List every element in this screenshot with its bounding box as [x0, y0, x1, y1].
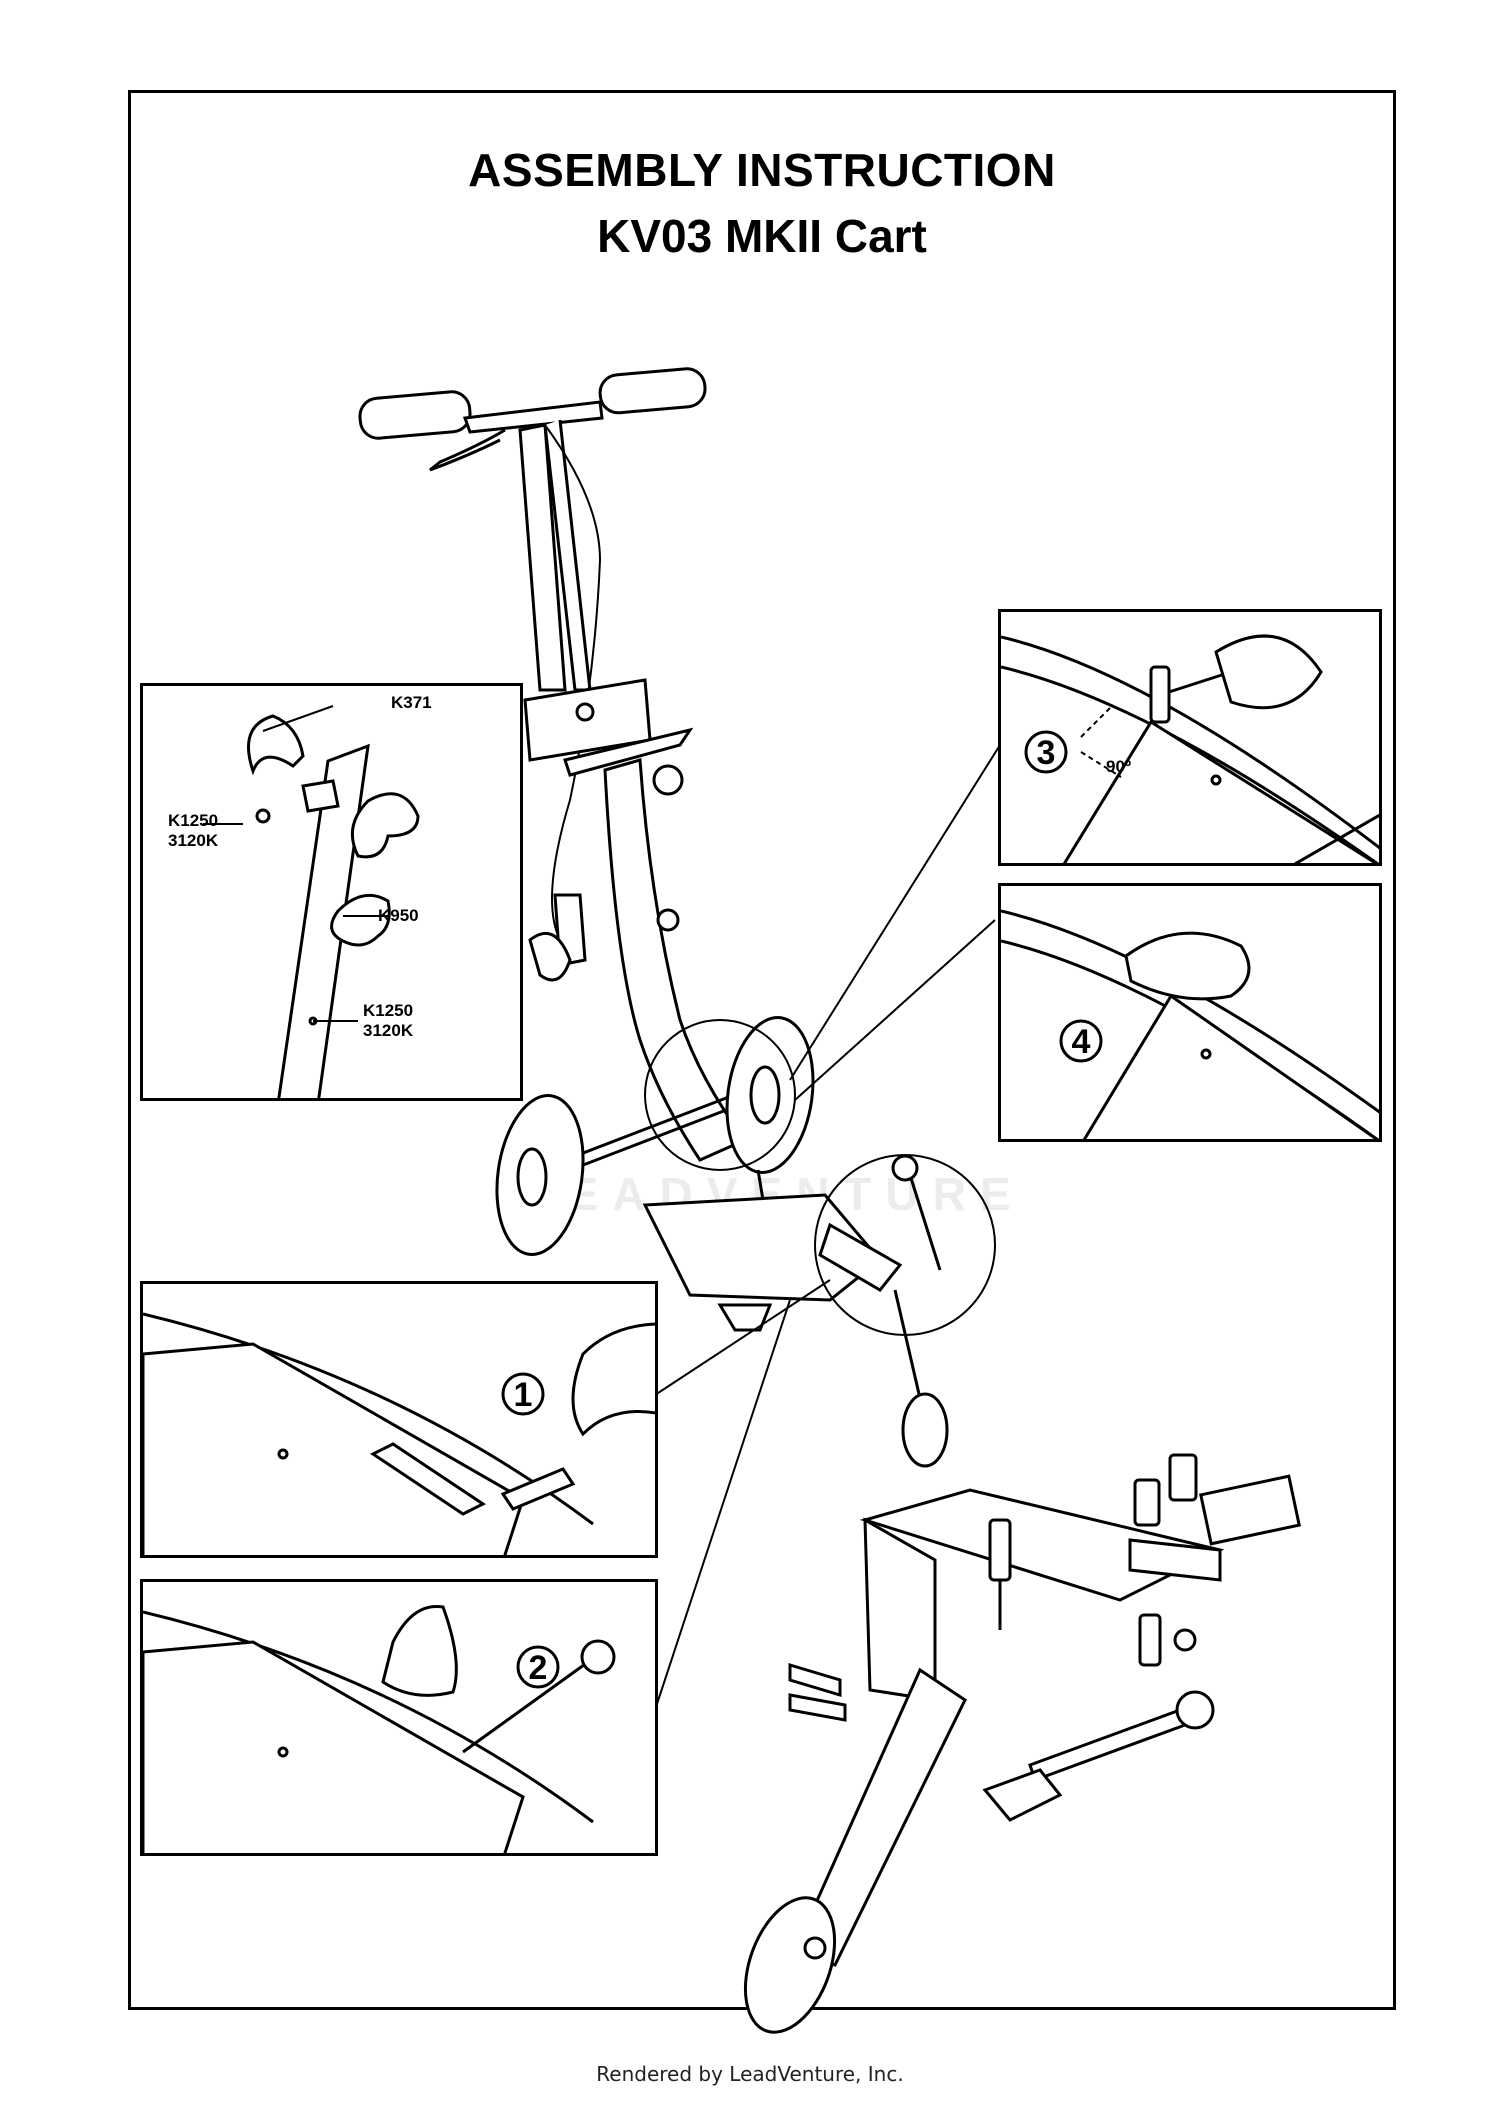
- label-k950: K950: [378, 906, 419, 925]
- wheel-assembly: [495, 1016, 815, 1256]
- foot-plate: [642, 1169, 883, 1332]
- handlebar: [358, 367, 707, 692]
- step-1-drawing: 1: [143, 1312, 655, 1555]
- step-3-drawing: 3 90º: [1001, 634, 1379, 863]
- step-2-drawing: 2: [143, 1604, 616, 1853]
- label-k371: K371: [391, 693, 432, 712]
- leader-lines: [654, 744, 1001, 1711]
- exploded-assembly: [743, 1453, 1301, 2034]
- page-frame: ASSEMBLY INSTRUCTION KV03 MKII Cart: [128, 90, 1396, 2010]
- label-3120k-top: 3120K: [168, 831, 219, 850]
- step-2-circle: [516, 1645, 560, 1689]
- label-k1250-bottom: K1250: [363, 1001, 413, 1020]
- step-4-panel: 4: [998, 883, 1382, 1142]
- document-subtitle: KV03 MKII Cart: [597, 210, 927, 262]
- step-4-number: 4: [1072, 1023, 1091, 1061]
- step-3-panel: 3 90º: [998, 609, 1382, 866]
- step-1-number: 1: [514, 1376, 533, 1414]
- label-k1250-top: K1250: [168, 811, 218, 830]
- step-4-circle: [1059, 1019, 1103, 1063]
- step-1-panel: 1: [140, 1281, 658, 1558]
- step-3-number: 3: [1037, 734, 1056, 772]
- footer-credit: Rendered by LeadVenture, Inc.: [596, 2062, 904, 2086]
- detail-panel-handle: K371 K1250 3120K K950 K1250 3120K: [140, 683, 523, 1101]
- detail-panel-drawing: K371 K1250 3120K K950 K1250 3120K: [168, 693, 432, 1098]
- step-1-circle: [501, 1372, 545, 1416]
- label-3120k-bottom: 3120K: [363, 1021, 414, 1040]
- step-2-number: 2: [529, 1649, 548, 1687]
- step-3-circle: [1024, 730, 1068, 774]
- step-4-drawing: 4: [1001, 909, 1379, 1139]
- detail-circle-axle: [644, 1019, 796, 1171]
- step-2-panel: 2: [140, 1579, 658, 1856]
- document-title: ASSEMBLY INSTRUCTION: [468, 144, 1056, 196]
- mounting-bracket: [523, 678, 694, 777]
- lever-detail: [818, 1154, 949, 1468]
- step-3-angle: 90º: [1106, 757, 1131, 776]
